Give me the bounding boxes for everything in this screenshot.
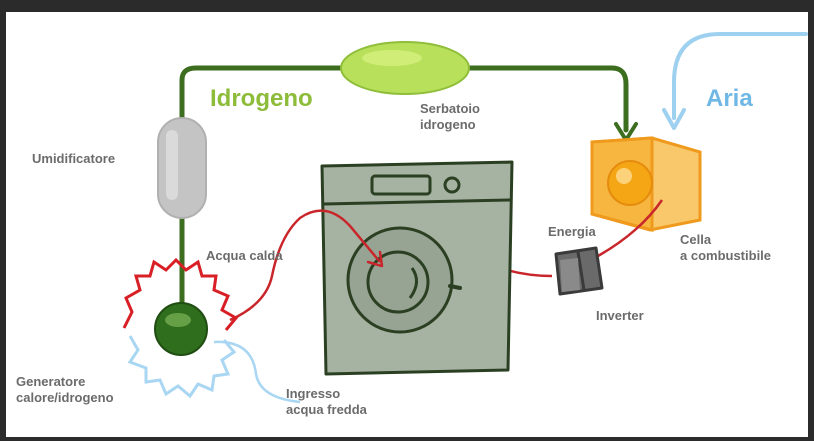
label-idrogeno: Idrogeno <box>210 85 313 112</box>
cold-zigzag <box>127 335 237 399</box>
label-serbatoio: Serbatoio idrogeno <box>420 101 480 133</box>
air-pipe <box>672 32 808 120</box>
label-umidificatore: Umidificatore <box>32 151 116 166</box>
label-aria: Aria <box>706 85 753 112</box>
label-inverter: Inverter <box>596 308 644 323</box>
label-energia: Energia <box>548 224 596 239</box>
label-generatore: Generatore calore/idrogeno <box>16 374 114 406</box>
label-generatore-line1: Generatore <box>16 374 86 389</box>
label-ingresso: Ingresso acqua fredda <box>286 386 367 418</box>
label-serbatoio-line2: idrogeno <box>420 117 476 132</box>
label-ingresso-line2: acqua fredda <box>286 402 367 417</box>
label-cella-line1: Cella <box>680 232 712 247</box>
heat-zigzag <box>122 257 239 331</box>
energy-line-cell-to-inverter <box>597 199 664 258</box>
hydrogen-pipe-to-cell <box>465 65 629 133</box>
air-arrowhead <box>662 108 686 130</box>
label-serbatoio-line1: Serbatoio <box>420 101 480 116</box>
label-ingresso-line1: Ingresso <box>286 386 341 401</box>
humidifier-icon <box>157 117 207 219</box>
hot-water-line <box>229 209 381 322</box>
label-cella-line2: a combustibile <box>680 248 772 263</box>
fuel-cell-icon <box>590 136 702 232</box>
hydrogen-pipe-upper <box>179 65 345 123</box>
generator-icon <box>154 302 208 356</box>
inverter-icon <box>554 246 604 296</box>
label-cella: Cella a combustibile <box>680 232 771 264</box>
label-acqua-calda: Acqua calda <box>206 248 283 263</box>
hydrogen-tank-icon <box>340 41 470 95</box>
washing-machine-icon <box>320 160 514 376</box>
cold-water-line <box>213 340 301 404</box>
hot-water-arrowhead <box>366 250 384 268</box>
label-generatore-line2: calore/idrogeno <box>16 390 114 405</box>
